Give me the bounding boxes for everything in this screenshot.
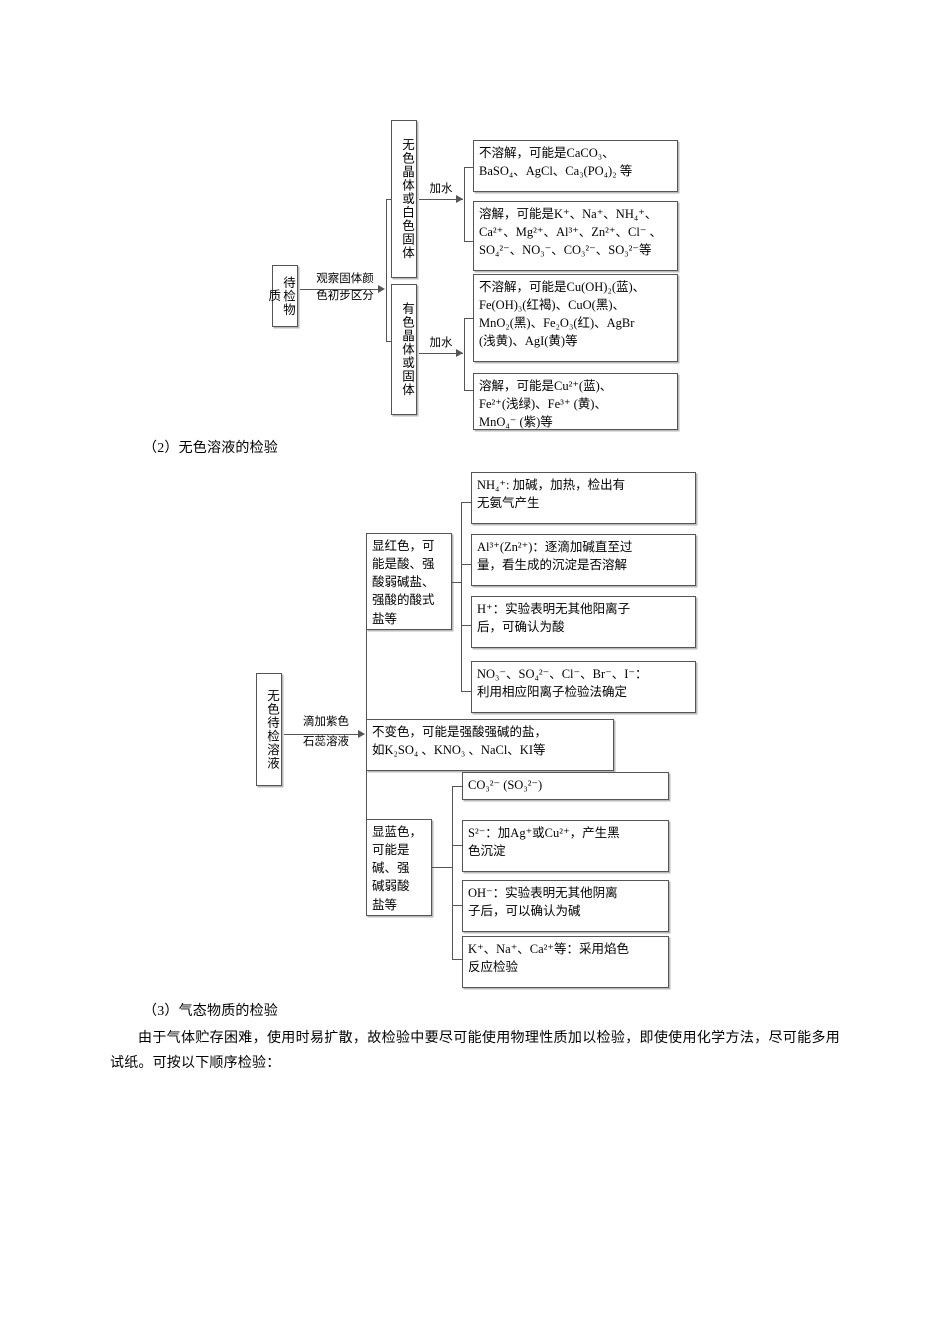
d1-result-line: (浅黄)、AgI(黄)等 [479, 334, 578, 349]
d2-branch-label-line: 碱弱酸 [372, 879, 410, 894]
d2-branch-label-line: 盐等 [372, 611, 398, 626]
d2-blue-fork-r4 [452, 959, 463, 960]
d1-branch-colored-label: 有色晶体或固体 [391, 284, 417, 415]
d1-result-line: 不溶解，可能是Cu(OH)₂(蓝)、 [479, 280, 646, 294]
d1-result-soluble-colorless: 溶解，可能是K⁺、Na⁺、NH₄⁺、 Ca²⁺、Mg²⁺、Al³⁺、Zn²⁺、C… [473, 201, 678, 271]
d2-blue-fork-r2 [452, 845, 463, 846]
d2-blue-result-co3: CO₃²⁻ (SO₃²⁻) [462, 772, 669, 800]
d1-result-line: SO₄²⁻、NO₃⁻、CO₃²⁻、SO₃²⁻等 [479, 243, 652, 258]
d1-result-soluble-colored: 溶解，可能是Cu²⁺(蓝)、 Fe²⁺(浅绿)、Fe³⁺ (黄)、 MnO₄⁻ … [473, 373, 678, 430]
d1-root-arrow [378, 285, 385, 293]
section3-heading: （3）气态物质的检验 [143, 1004, 278, 1019]
d2-red-result-al-zn: Al³⁺(Zn²⁺)：逐滴加碱直至过 量，看生成的沉淀是否溶解 [471, 534, 696, 586]
section2-heading: （2）无色溶液的检验 [143, 441, 278, 456]
d1-result-line: 溶解，可能是K⁺、Na⁺、NH₄⁺、 [479, 207, 658, 221]
d2-branch-label-line: 酸弱碱盐、 [372, 575, 435, 590]
d2-branch-blue-label: 显蓝色， 可能是 碱、强 碱弱酸 盐等 [366, 819, 432, 916]
d2-result-line: 色沉淀 [468, 844, 506, 859]
d2-branch-label-line: 显红色，可 [372, 539, 435, 553]
d2-root-edge-label-line2: 石蕊溶液 [303, 736, 349, 748]
d1-result-line: Fe²⁺(浅绿)、Fe³⁺ (黄)、 [479, 397, 607, 412]
d2-branch-red-label: 显红色，可 能是酸、强 酸弱碱盐、 强酸的酸式 盐等 [366, 533, 452, 630]
d1-result-line: Fe(OH)₃(红褐)、CuO(黑)、 [479, 298, 626, 313]
d2-branch-label-line: 盐等 [372, 897, 398, 912]
d2-red-fork-r3 [461, 625, 472, 626]
d1-result-line: MnO₄⁻ (紫)等 [479, 415, 553, 430]
d2-result-line: 后，可确认为酸 [477, 620, 565, 635]
d2-result-line: K⁺、Na⁺、Ca²⁺等：采用焰色 [468, 942, 630, 956]
d1-result-line: 溶解，可能是Cu²⁺(蓝)、 [479, 379, 613, 393]
d2-branch-label-line: 可能是 [372, 843, 410, 858]
d1-branch-colored-fork-top [464, 318, 474, 319]
d1-root-edge-label-line1: 观察固体颜 [316, 273, 374, 285]
d2-red-fork-r1 [461, 502, 472, 503]
d2-blue-result-oh: OH⁻：实验表明无其他阴离 子后，可以确认为碱 [462, 880, 669, 932]
d1-branch-colorless-fork-bottom [464, 241, 474, 242]
d2-result-line: 不变色，可能是强酸强碱的盐， [372, 725, 548, 739]
d2-result-line: 子后，可以确认为碱 [468, 904, 581, 919]
d1-result-insoluble-colorless: 不溶解，可能是CaCO₃、 BaSO₄、AgCl、Ca₃(PO₄)₂ 等 [473, 140, 678, 192]
d2-branch-label-line: 显蓝色， [372, 825, 423, 839]
d1-branch-colored-edge-label: 加水 [429, 337, 453, 349]
d2-blue-fork-r1 [452, 786, 463, 787]
d1-branch-colored-fork-vline [464, 318, 465, 390]
d1-branch-colored-edge-line [419, 353, 463, 354]
d2-result-line: NH₄⁺: 加碱，加热，检出有 [477, 478, 626, 492]
d2-blue-fork-r3 [452, 905, 463, 906]
d2-result-line: H⁺：实验表明无其他阳离子 [477, 602, 631, 616]
d1-branch-colorless-arrow [456, 195, 463, 203]
d1-root-edge-line [300, 289, 380, 290]
d1-root-edge-label-line2: 色初步区分 [316, 290, 374, 302]
d2-red-fork-vline [461, 502, 462, 691]
d2-result-line: 如K₂SO₄ 、KNO₃ 、NaCl、KI等 [372, 743, 546, 758]
d2-result-line: 反应检验 [468, 960, 519, 975]
d1-branch-colorless-label: 无色晶体或白色固体 [391, 120, 417, 278]
d2-blue-fork-stem [432, 867, 453, 868]
d1-result-line: MnO₂(黑)、Fe₂O₃(红)、AgBr [479, 316, 635, 331]
d1-branch-colorless-edge-line [419, 199, 463, 200]
d2-result-line: CO₃²⁻ (SO₃²⁻) [468, 778, 543, 792]
d2-red-fork-stem [452, 582, 462, 583]
d2-result-line: 量，看生成的沉淀是否溶解 [477, 558, 628, 573]
section3-paragraph: 由于气体贮存困难，使用时易扩散，故检验中要尽可能使用物理性质加以检验，即使使用化… [110, 1031, 840, 1071]
d2-result-line: Al³⁺(Zn²⁺)：逐滴加碱直至过 [477, 540, 633, 554]
d1-branch-colorless-fork-vline [464, 167, 465, 241]
d2-branch-label-line: 碱、强 [372, 861, 410, 876]
d1-result-insoluble-colored: 不溶解，可能是Cu(OH)₂(蓝)、 Fe(OH)₃(红褐)、CuO(黑)、 M… [473, 274, 678, 362]
d2-red-result-anions: NO₃⁻、SO₄²⁻、Cl⁻、Br⁻、I⁻： 利用相应阳离子检验法确定 [471, 661, 696, 713]
d2-result-line: 无氨气产生 [477, 496, 540, 511]
d2-root-edge-label-line1: 滴加紫色 [303, 716, 349, 728]
d2-branch-label-line: 能是酸、强 [372, 557, 435, 572]
d2-blue-result-s2: S²⁻：加Ag⁺或Cu²⁺，产生黑 色沉淀 [462, 820, 669, 872]
d2-result-line: S²⁻：加Ag⁺或Cu²⁺，产生黑 [468, 826, 620, 840]
d2-red-result-h: H⁺：实验表明无其他阳离子 后，可确认为酸 [471, 596, 696, 648]
d1-branch-colorless-edge-label: 加水 [429, 183, 453, 195]
d2-root-edge-line [284, 734, 362, 735]
d1-result-line: Ca²⁺、Mg²⁺、Al³⁺、Zn²⁺、Cl⁻ 、 [479, 225, 663, 240]
d2-red-fork-r4 [461, 691, 472, 692]
d1-branch-colorless-fork-top [464, 167, 474, 168]
d2-result-line: NO₃⁻、SO₄²⁻、Cl⁻、Br⁻、I⁻： [477, 667, 648, 681]
d2-red-result-nh4: NH₄⁺: 加碱，加热，检出有 无氨气产生 [471, 472, 696, 524]
d1-branch-colored-arrow [456, 349, 463, 357]
d2-blue-fork-vline [452, 786, 453, 959]
d2-root-arrow [358, 730, 365, 738]
d2-red-fork-r2 [461, 564, 472, 565]
d2-result-line: OH⁻：实验表明无其他阴离 [468, 886, 618, 900]
d2-blue-result-flame: K⁺、Na⁺、Ca²⁺等：采用焰色 反应检验 [462, 936, 669, 988]
d1-result-line: BaSO₄、AgCl、Ca₃(PO₄)₂ 等 [479, 164, 633, 179]
d1-root-fork-vline [386, 199, 387, 341]
d2-result-line: 利用相应阳离子检验法确定 [477, 685, 628, 700]
d2-branch-nochange-box: 不变色，可能是强酸强碱的盐， 如K₂SO₄ 、KNO₃ 、NaCl、KI等 [366, 719, 614, 771]
d2-branch-label-line: 强酸的酸式 [372, 593, 435, 608]
d2-root-box: 无色待检溶液 [256, 673, 282, 786]
d1-root-box: 待检物质 [266, 265, 298, 327]
d1-branch-colored-fork-bottom [464, 390, 474, 391]
d1-result-line: 不溶解，可能是CaCO₃、 [479, 146, 615, 160]
